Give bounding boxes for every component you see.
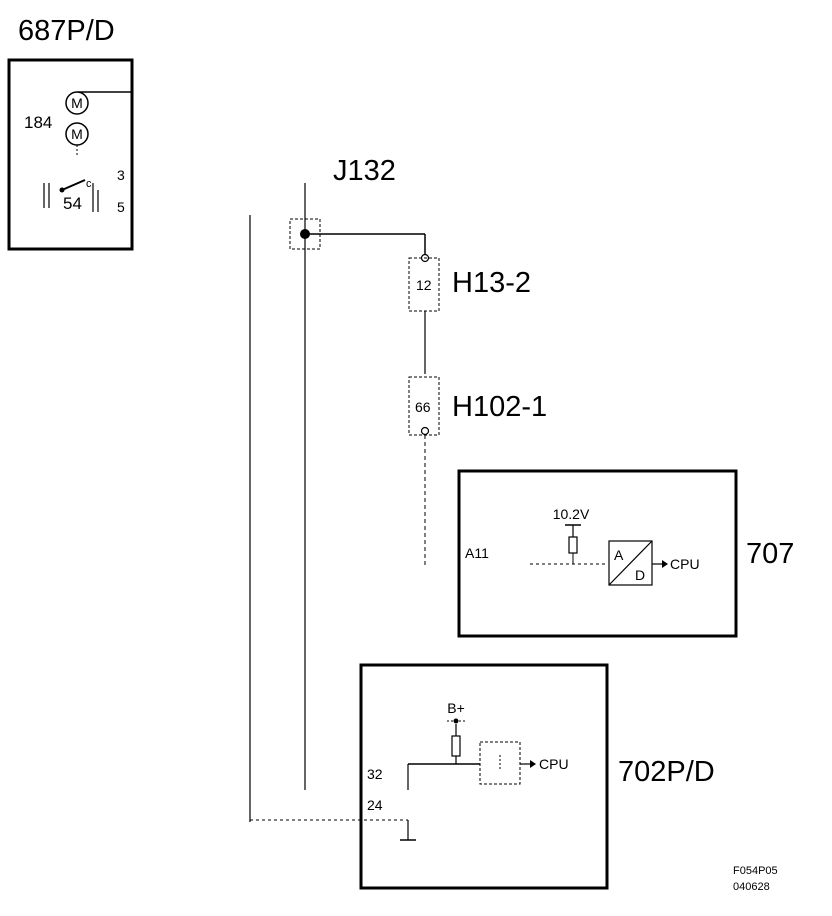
footer-code: F054P05: [733, 865, 778, 877]
connector-h13-2: [408, 253, 440, 374]
switch-pin-5: 5: [117, 199, 125, 215]
junction-label: J132: [333, 155, 396, 187]
cpu-output-707: CPU: [670, 556, 700, 572]
cpu-output-702: CPU: [539, 756, 569, 772]
motor-184-label: 184: [24, 113, 52, 132]
junction-j132: [289, 218, 426, 254]
component-702-box: [359, 663, 609, 890]
component-687-label: 687P/D: [18, 15, 115, 47]
connector-h13-2-label: H13-2: [452, 267, 531, 299]
motor-symbol-1: M: [71, 95, 83, 111]
pin-32-label: 32: [367, 766, 383, 782]
motor-symbol-2: M: [71, 126, 83, 142]
supply-label: B+: [447, 700, 465, 716]
pin-a11-label: A11: [465, 545, 489, 561]
footer-date: 040628: [733, 881, 770, 893]
component-702-label: 702P/D: [618, 756, 715, 788]
switch-pin-3: 3: [117, 167, 125, 183]
connector-h13-2-pin: 12: [416, 277, 432, 293]
connector-h102-1-pin: 66: [415, 399, 431, 415]
component-687-box: [7, 58, 134, 251]
converter-d-label: D: [635, 567, 645, 583]
switch-54-symbol: c: [43, 178, 99, 212]
converter-a-label: A: [614, 547, 624, 563]
switch-54-label: 54: [63, 194, 82, 213]
motor-184-symbol: M M: [65, 91, 89, 155]
component-707-label: 707: [746, 538, 794, 570]
connector-h102-1-label: H102-1: [452, 391, 547, 423]
voltage-label: 10.2V: [553, 506, 590, 522]
svg-text:c: c: [86, 178, 92, 190]
component-707-box: [457, 469, 738, 638]
pin-24-label: 24: [367, 797, 383, 813]
connector-h102-1: [408, 376, 440, 565]
